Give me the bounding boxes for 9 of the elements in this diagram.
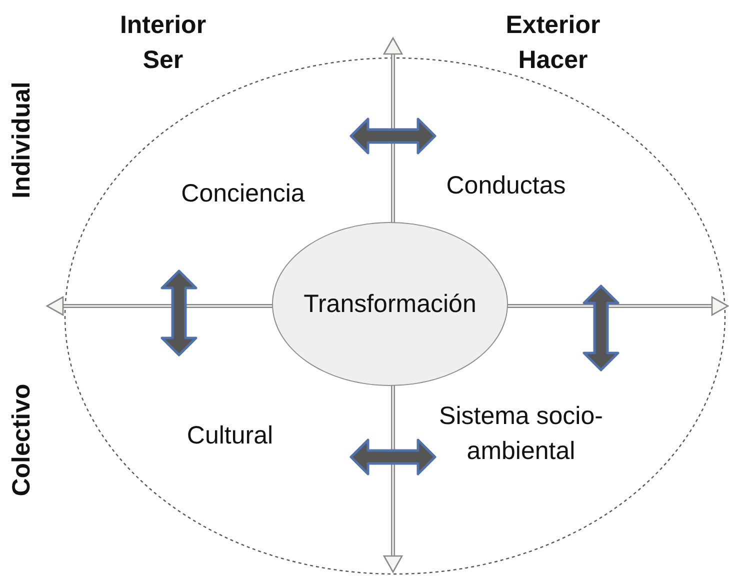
- quadrant-label: Conductas: [445, 170, 567, 202]
- quadrant-label: Conciencia: [180, 178, 306, 210]
- axis-heading: Interior Ser: [118, 10, 208, 76]
- center-label: Transformación: [304, 290, 476, 318]
- axis-heading: Colectivo: [6, 382, 36, 498]
- axis-heading: Individual: [6, 80, 36, 200]
- axis-heading: Exterior Hacer: [504, 10, 602, 76]
- quadrant-label: Sistema socio- ambiental: [438, 401, 604, 467]
- quadrant-label: Cultural: [186, 420, 274, 452]
